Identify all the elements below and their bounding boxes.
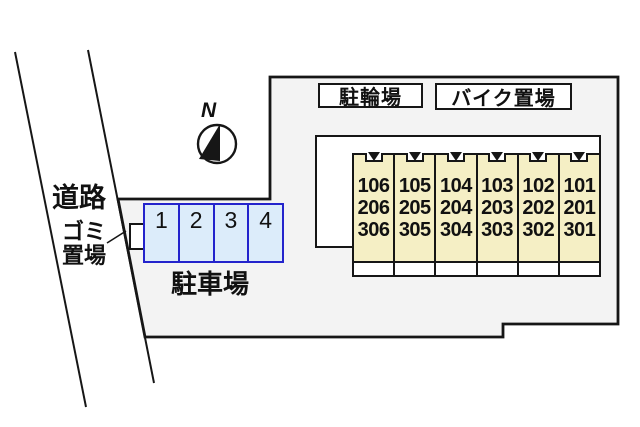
room-number: 301 <box>563 219 596 241</box>
garbage-label-line1: ゴミ <box>61 219 106 244</box>
parking-stall: 4 <box>249 203 284 263</box>
building-unit-column: 102 202 302 <box>518 152 560 263</box>
compass <box>196 123 238 165</box>
parking-stall: 2 <box>179 203 215 263</box>
motorcycle-parking-box: バイク置場 <box>435 83 572 110</box>
room-number: 101 <box>563 175 596 197</box>
building-unit-column: 104 204 304 <box>436 152 478 263</box>
entrance-marker-icon <box>449 152 462 161</box>
entrance-marker-icon <box>367 152 380 161</box>
balcony-cell <box>436 261 478 277</box>
garbage-label: ゴミ 置場 <box>56 220 112 268</box>
parking-lot-label: 駐車場 <box>170 269 249 299</box>
parking-area: 1 2 3 4 <box>143 203 284 263</box>
balcony-cell <box>352 261 396 277</box>
building-unit-column: 105 205 305 <box>395 152 437 263</box>
stall-number: 4 <box>259 207 273 233</box>
parking-stall: 3 <box>214 203 250 263</box>
balcony-cell <box>477 261 519 277</box>
balcony-cell <box>559 261 602 277</box>
entrance-marker-icon <box>491 152 504 161</box>
room-number: 104 <box>439 175 472 197</box>
bicycle-parking-box: 駐輪場 <box>318 83 423 109</box>
room-number: 102 <box>522 175 555 197</box>
stall-number: 3 <box>224 207 238 233</box>
parking-stall: 1 <box>143 203 180 263</box>
room-number: 203 <box>481 197 514 219</box>
building-unit-column: 101 201 301 <box>559 152 602 263</box>
balcony-cell <box>395 261 437 277</box>
building-unit-column: 103 203 303 <box>477 152 519 263</box>
room-number: 103 <box>481 175 514 197</box>
stall-number: 2 <box>189 207 203 233</box>
road-line-outer <box>14 51 87 408</box>
room-number: 305 <box>398 219 431 241</box>
room-number: 204 <box>439 197 472 219</box>
north-label: N <box>201 99 217 122</box>
road-label: 道路 <box>52 183 106 213</box>
room-number: 105 <box>398 175 431 197</box>
north-arrow-icon <box>199 124 220 161</box>
room-number: 202 <box>522 197 555 219</box>
garbage-label-line2: 置場 <box>61 243 106 268</box>
entrance-marker-icon <box>532 152 545 161</box>
building-units-row: 106 206 306 105 205 305 104 204 304 103 … <box>352 152 602 263</box>
room-number: 304 <box>439 219 472 241</box>
building-unit-column: 106 206 306 <box>352 152 396 263</box>
room-number: 206 <box>357 197 390 219</box>
room-number: 302 <box>522 219 555 241</box>
stall-number: 1 <box>154 207 168 233</box>
room-number: 306 <box>357 219 390 241</box>
garbage-leader-line <box>106 230 127 244</box>
entrance-marker-icon <box>408 152 421 161</box>
room-number: 106 <box>357 175 390 197</box>
entrance-marker-icon <box>573 152 586 161</box>
balcony-row <box>352 261 602 277</box>
room-number: 201 <box>563 197 596 219</box>
room-number: 205 <box>398 197 431 219</box>
room-number: 303 <box>481 219 514 241</box>
balcony-cell <box>518 261 560 277</box>
